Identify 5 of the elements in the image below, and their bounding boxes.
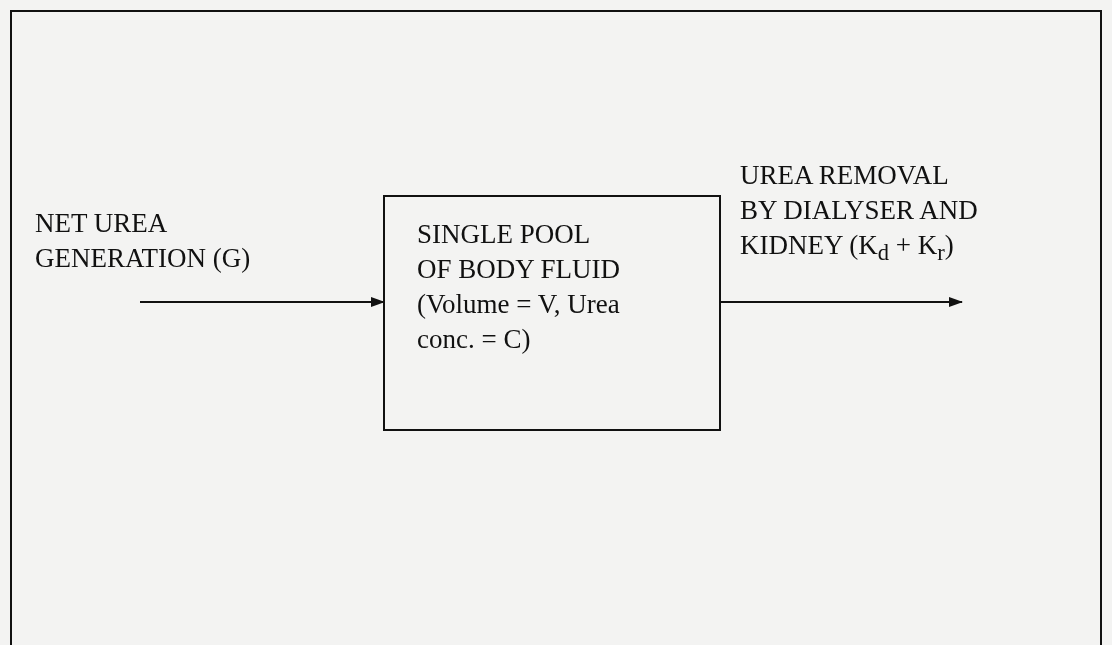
process-box xyxy=(383,195,721,431)
flow-label: UREA REMOVAL BY DIALYSER AND KIDNEY (K$_{d}$ + K$_{r}$) xyxy=(740,159,979,268)
arrow xyxy=(139,297,385,307)
box-text: SINGLE POOL OF BODY FLUID (Volume = V, Urea conc. = C) xyxy=(417,218,621,357)
flow-label: NET UREA GENERATION (G) xyxy=(35,207,252,276)
